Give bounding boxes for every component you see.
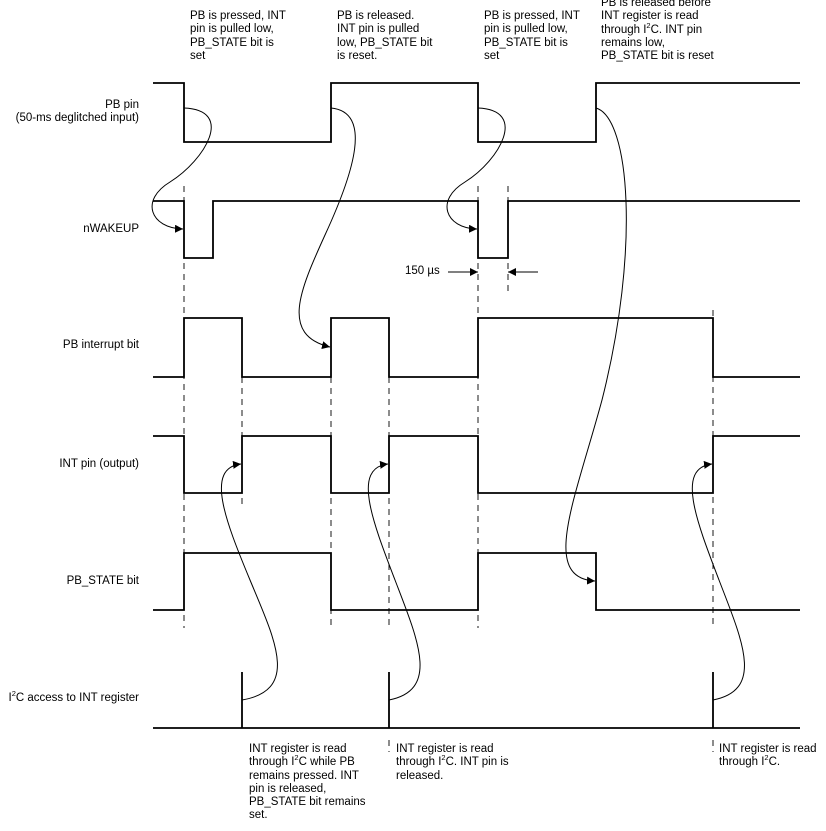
- note-text: through I: [396, 756, 442, 769]
- note-line: released.: [396, 769, 444, 782]
- timing-annotation-150us: 150 µs: [405, 265, 440, 277]
- pb-interrupt-waveform: [153, 317, 800, 378]
- waveforms: [153, 82, 800, 729]
- note-pb-pressed-2: PB is pressed, INT pin is pulled low, PB…: [484, 10, 624, 63]
- note-text: through I: [601, 23, 647, 36]
- note-sup: 2: [294, 753, 299, 763]
- note-line: set: [484, 49, 500, 62]
- note-line: is reset.: [337, 49, 378, 62]
- pb-state-waveform: [153, 552, 800, 611]
- note-line: INT register is read: [719, 743, 817, 755]
- label-pb-interrupt: PB interrupt bit: [62, 339, 139, 351]
- arrow-i2c-to-int-pin-3: [691, 460, 745, 701]
- note-line: pin is pulled low,: [484, 23, 568, 36]
- label-nwakeup: nWAKEUP: [83, 223, 139, 235]
- arrow-i2c-to-int-pin-1: [220, 460, 278, 701]
- label-pb-pin-line2: (50-ms deglitched input): [15, 112, 139, 125]
- note-line: PB is pressed, INT: [190, 10, 286, 22]
- note-line: PB_STATE bit remains: [249, 796, 366, 809]
- note-line: PB_STATE bit is: [484, 36, 568, 49]
- label-pb-pin: PB pin (50-ms deglitched input): [16, 99, 139, 126]
- note-line: pin is released,: [249, 782, 327, 795]
- note-text: through I: [719, 756, 765, 769]
- i2c-access-waveform: [153, 672, 800, 729]
- note-line: low, PB_STATE bit: [337, 36, 433, 49]
- nwakeup-waveform: [153, 200, 800, 259]
- label-pb-pin-line1: PB pin: [105, 99, 139, 111]
- note-line: remains pressed. INT: [249, 769, 359, 782]
- note-line: set.: [249, 809, 268, 822]
- note-text: through I: [249, 756, 295, 769]
- cause-effect-arrows: [151, 107, 745, 701]
- note-text: C. INT pin: [650, 23, 703, 36]
- note-sup: 2: [764, 753, 769, 763]
- note-line: through I2C while PB: [249, 753, 399, 769]
- note-pb-pressed-1: PB is pressed, INT pin is pulled low, PB…: [190, 10, 330, 63]
- note-line: through I2C. INT pin: [601, 20, 801, 37]
- note-text: C.: [768, 756, 781, 769]
- note-line: through I2C.: [719, 753, 824, 769]
- pb-pin-waveform: [153, 82, 800, 143]
- note-line: pin is pulled low,: [190, 23, 274, 36]
- i2c-sup: 2: [11, 689, 16, 698]
- note-text: C. INT pin is: [445, 756, 509, 769]
- note-int-read-2: INT register is read through I2C. INT pi…: [396, 743, 536, 783]
- note-pb-released-1: PB is released. INT pin is pulled low, P…: [337, 10, 477, 63]
- arrow-pb-release-to-pb-interrupt: [298, 107, 356, 350]
- note-sup: 2: [441, 753, 446, 763]
- int-pin-waveform: [153, 435, 800, 494]
- note-line: INT register is read: [601, 10, 699, 23]
- i2c-post: C access to INT register: [15, 692, 139, 704]
- note-line: remains low,: [601, 36, 665, 49]
- label-pb-state: PB_STATE bit: [66, 575, 139, 587]
- event-markers: [183, 186, 714, 752]
- label-i2c-access: I2C access to INT register: [8, 689, 139, 705]
- arrow-pb-release-to-pb-state: [565, 107, 627, 585]
- note-line: PB_STATE bit is: [190, 36, 274, 49]
- arrow-pb-press-to-nwakeup-2: [446, 107, 506, 233]
- note-sup: 2: [646, 20, 651, 30]
- note-text: C while PB: [298, 756, 355, 769]
- arrow-pb-press-to-nwakeup-1: [151, 107, 212, 233]
- note-line: set: [190, 49, 206, 62]
- note-line: INT pin is pulled: [337, 23, 420, 36]
- label-int-pin: INT pin (output): [59, 458, 139, 470]
- note-line: INT register is read: [249, 743, 347, 755]
- note-line: through I2C. INT pin is: [396, 753, 536, 769]
- note-line: INT register is read: [396, 743, 494, 755]
- note-int-read-1: INT register is read through I2C while P…: [249, 743, 399, 823]
- arrow-i2c-to-int-pin-2: [367, 460, 421, 701]
- note-line: PB is released before: [601, 0, 711, 9]
- note-line: PB is pressed, INT: [484, 10, 580, 22]
- note-line: PB_STATE bit is reset: [601, 50, 714, 63]
- note-int-read-3: INT register is read through I2C.: [719, 743, 824, 770]
- i2c-pre: I: [8, 692, 12, 704]
- note-pb-released-before-read: PB is released before INT register is re…: [601, 0, 801, 63]
- note-line: PB is released.: [337, 10, 415, 22]
